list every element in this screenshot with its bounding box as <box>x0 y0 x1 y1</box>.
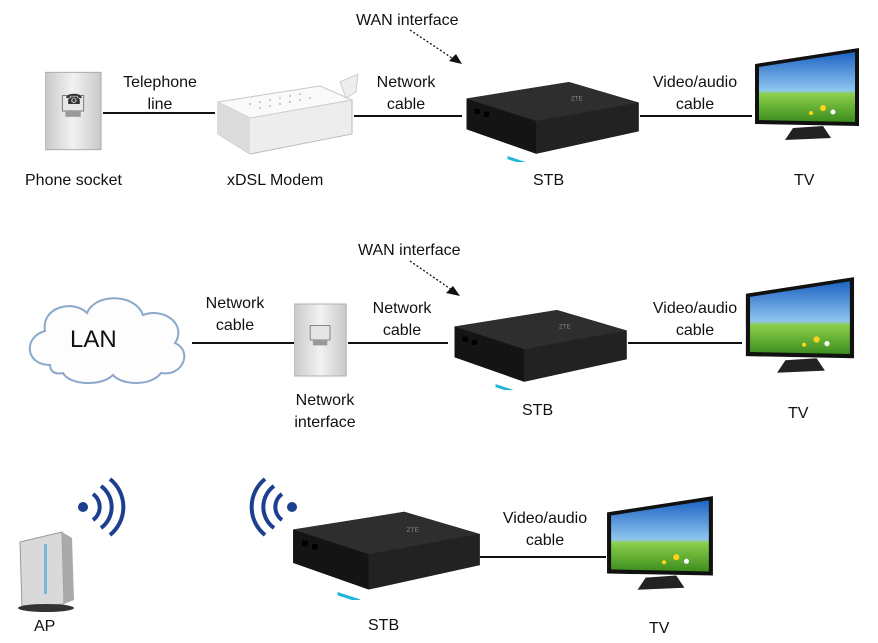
tv-icon-2 <box>745 277 855 373</box>
stb-label-2: STB <box>522 402 554 419</box>
video-audio-cable-line-2 <box>628 342 742 344</box>
network-cable-line-2b <box>348 342 448 344</box>
ap-label: AP <box>34 618 56 635</box>
stb-wifi-signal-icon <box>249 477 297 537</box>
stb-label-3: STB <box>368 617 400 634</box>
svg-text:☎: ☎ <box>65 91 82 107</box>
phone-socket-label: Phone socket <box>25 172 122 189</box>
video-audio-cable-line-1 <box>640 115 752 117</box>
tv-icon-3 <box>607 496 713 590</box>
xdsl-modem-icon <box>216 73 359 155</box>
phone-socket-icon: ☎ <box>45 71 102 151</box>
video-audio-cable-line-3 <box>480 556 606 558</box>
tv-label-2: TV <box>788 405 809 422</box>
modem-label: xDSL Modem <box>227 172 324 189</box>
stb-icon-2 <box>454 310 627 390</box>
wan-interface-label-1: WAN interface <box>356 12 459 29</box>
stb-icon-3 <box>293 511 480 600</box>
tv-label-3: TV <box>649 620 670 637</box>
ap-wifi-signal-icon <box>78 477 126 537</box>
stb-label-1: STB <box>533 172 565 189</box>
lan-cloud-icon <box>28 297 186 384</box>
lan-label: LAN <box>70 326 117 353</box>
network-cable-line-2a <box>192 342 294 344</box>
ap-router-icon <box>18 531 74 612</box>
network-interface-icon <box>294 303 347 377</box>
wan-interface-label-2: WAN interface <box>358 242 461 259</box>
tv-label-1: TV <box>794 172 815 189</box>
telephone-line <box>103 112 215 114</box>
network-cable-line-1 <box>354 115 462 117</box>
